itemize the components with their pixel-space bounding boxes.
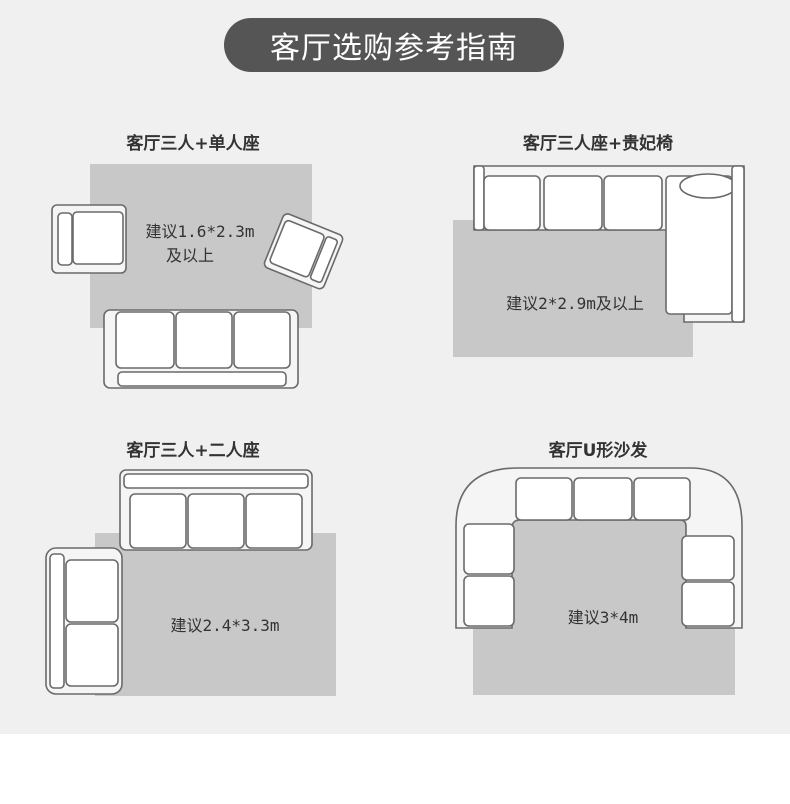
layout-1-sofa bbox=[103, 309, 299, 389]
layout-3-rug-size: 建议2.4*3.3m bbox=[170, 616, 280, 635]
layout-3-loveseat bbox=[45, 547, 123, 695]
layout-1-armchair-left bbox=[51, 204, 127, 274]
layout-1-title: 客厅三人+单人座 bbox=[126, 134, 260, 154]
layout-4-rug-size: 建议3*4m bbox=[567, 608, 639, 627]
layout-1-rug-note: 及以上 bbox=[165, 246, 214, 265]
layout-4-u-sofa bbox=[455, 467, 743, 629]
layout-2-sofa-chaise bbox=[473, 165, 745, 323]
layout-3-sofa bbox=[119, 469, 313, 551]
layout-1-armchair-right bbox=[263, 213, 344, 290]
layout-4-title: 客厅U形沙发 bbox=[548, 441, 648, 461]
layout-2-title: 客厅三人座+贵妃椅 bbox=[522, 134, 674, 154]
page-title: 客厅选购参考指南 bbox=[224, 18, 564, 72]
layout-1-rug-size: 建议1.6*2.3m bbox=[145, 222, 255, 241]
layout-2-rug-size: 建议2*2.9m及以上 bbox=[506, 294, 644, 313]
layout-3-rug bbox=[95, 533, 336, 696]
layout-3-title: 客厅三人+二人座 bbox=[126, 441, 260, 461]
layout-2-rug bbox=[453, 220, 693, 357]
